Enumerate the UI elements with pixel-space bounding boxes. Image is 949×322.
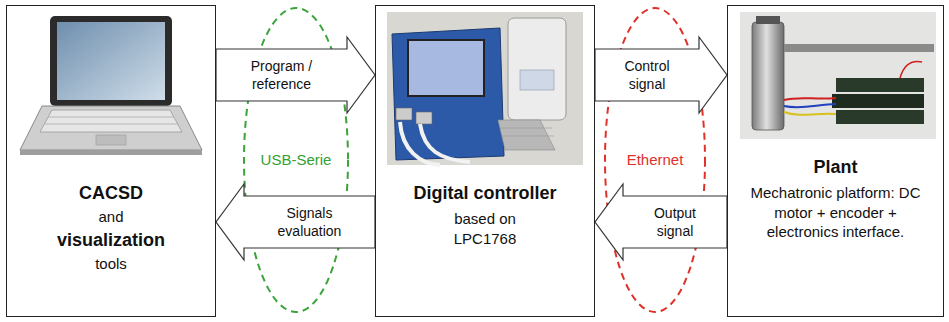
signal-label: Program / reference	[230, 57, 334, 93]
block-arrow	[216, 184, 375, 260]
controller-photo	[502, 136, 554, 137]
box-text: tools	[95, 254, 127, 274]
plant-photo	[784, 98, 836, 100]
laptop-picture	[40, 110, 182, 132]
signal-label: Control signal	[610, 57, 684, 93]
controller-photo	[420, 124, 470, 162]
component-box: Digital controller based on LPC1768	[375, 5, 595, 317]
controller-photo	[416, 112, 432, 124]
plant-photo	[900, 62, 922, 78]
block-arrow	[216, 37, 375, 113]
plant-photo	[740, 12, 936, 139]
controller-photo	[387, 12, 583, 165]
plant-photo	[752, 22, 784, 130]
bus-label: USB-Serie	[259, 151, 334, 169]
laptop-picture	[45, 124, 178, 125]
block-arrow	[595, 184, 727, 260]
box-title: visualization	[57, 229, 165, 252]
controller-photo	[400, 122, 440, 165]
box-text: and	[98, 207, 123, 227]
controller-photo	[387, 12, 583, 165]
plant-photo	[756, 16, 780, 24]
plant-photo	[832, 94, 924, 108]
controller-photo	[396, 108, 412, 120]
laptop-picture	[48, 117, 174, 118]
box-title: CACSD	[79, 182, 143, 205]
controller-photo	[408, 40, 484, 96]
laptop-picture	[20, 106, 202, 150]
controller-photo	[508, 18, 566, 120]
component-box: PlantMechatronic platform: DC motor + en…	[727, 5, 944, 317]
laptop-picture	[20, 16, 202, 155]
controller-photo	[498, 120, 555, 150]
plant-photo	[784, 44, 934, 52]
laptop-picture	[57, 22, 165, 100]
laptop-picture	[96, 135, 126, 145]
box-text: based on LPC1768	[435, 209, 535, 248]
plant-photo	[836, 110, 924, 124]
controller-photo	[500, 128, 552, 129]
box-title: Plant	[813, 156, 857, 179]
box-title: Digital controller	[413, 182, 556, 205]
controller-photo	[520, 70, 554, 90]
plant-photo	[784, 104, 836, 107]
plant-photo	[784, 112, 836, 115]
box-text: Mechatronic platform: DC motor + encoder…	[750, 183, 922, 242]
bus-label: Ethernet	[625, 151, 686, 169]
plant-photo	[836, 78, 924, 92]
laptop-picture	[50, 16, 172, 106]
block-arrow	[595, 37, 727, 113]
laptop-picture	[20, 150, 202, 155]
component-box: CACSDandvisualizationtools	[6, 5, 216, 317]
signal-label: Signals evaluation	[258, 204, 362, 240]
signal-label: Output signal	[638, 204, 712, 240]
plant-photo	[740, 12, 936, 139]
controller-photo	[392, 28, 504, 160]
